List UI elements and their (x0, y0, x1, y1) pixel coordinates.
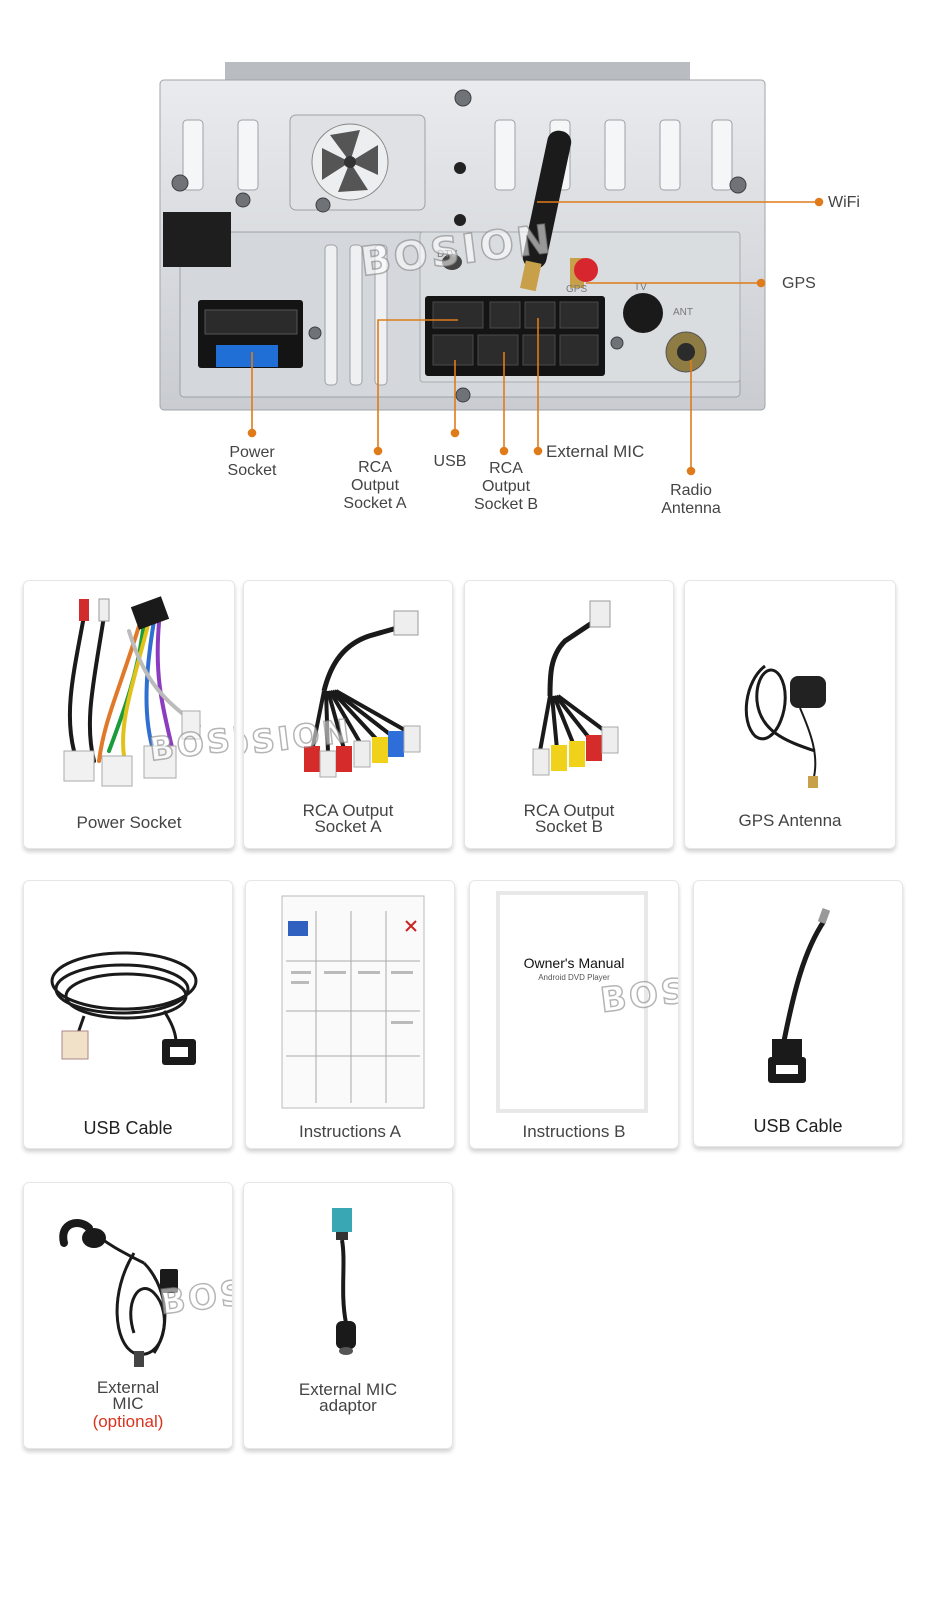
accessory-label: External MIC (96, 1378, 160, 1413)
accessory-label: USB Cable (753, 1116, 843, 1136)
accessory-card-rca-output-a: BOSION RCA Output Socket A (243, 580, 453, 849)
accessory-card-usb-cable: USB Cable (23, 880, 233, 1149)
gps-port-label: GPS (566, 284, 587, 295)
gps-antenna-icon (744, 664, 826, 788)
accessory-card-instructions-a: Instructions A (245, 880, 455, 1149)
head-unit-rear-diagram: DTV GPS TV ANT BOSION WiFi GPS Power Soc… (0, 0, 950, 560)
usb-cable-icon (50, 951, 198, 1065)
accessory-label: GPS Antenna (738, 811, 842, 830)
head-unit-rear-illustration: DTV GPS TV ANT (159, 62, 824, 476)
usb-callout: USB (433, 453, 467, 470)
usb-adapter-icon (768, 908, 831, 1083)
gps-callout: GPS (782, 275, 816, 292)
accessory-label: Instructions B (522, 1122, 626, 1141)
rca-output-a-callout: RCA Output Socket A (343, 459, 407, 512)
accessory-label: USB Cable (83, 1118, 173, 1138)
accessory-card-instructions-b: Owner's Manual Android DVD Player BOSION… (469, 880, 679, 1149)
accessory-card-rca-output-b: RCA Output Socket B (464, 580, 674, 849)
accessory-card-mic-adaptor: External MIC adaptor (243, 1182, 453, 1449)
accessory-label: External MIC adaptor (298, 1380, 398, 1415)
optional-note: (optional) (92, 1412, 164, 1431)
power-harness-icon (63, 596, 201, 787)
accessory-label: Instructions A (298, 1122, 402, 1141)
instruction-sheet-icon (281, 895, 425, 1109)
accessory-label: Power Socket (76, 813, 182, 832)
rca-output-b-callout: RCA Output Socket B (473, 460, 539, 513)
manual-subtitle: Android DVD Player (538, 973, 610, 982)
wifi-callout: WiFi (828, 194, 860, 211)
radio-antenna-callout: Radio Antenna (661, 482, 721, 517)
manual-booklet-icon (496, 891, 648, 1113)
rca-cable-icon (304, 610, 421, 778)
external-mic-callout: External MIC (546, 442, 645, 461)
mic-adaptor-icon (332, 1208, 356, 1355)
accessory-label: RCA Output Socket B (523, 801, 615, 836)
ant-port-label: ANT (673, 307, 693, 318)
rca-cable-icon (532, 600, 619, 776)
power-socket-callout: Power Socket (227, 444, 277, 479)
tv-port-label: TV (634, 282, 647, 293)
manual-title: Owner's Manual (523, 955, 625, 971)
microphone-icon (59, 1219, 178, 1367)
accessory-card-external-mic: BOSION External MIC (optional) (23, 1182, 233, 1449)
accessory-card-usb-adapter: USB Cable (693, 880, 903, 1147)
dtv-port-label: DTV (437, 249, 457, 260)
accessory-card-gps-antenna: GPS Antenna (684, 580, 896, 849)
accessory-card-power-socket: BOSION Power Socket (23, 580, 235, 849)
accessory-label: RCA Output Socket A (302, 801, 394, 836)
